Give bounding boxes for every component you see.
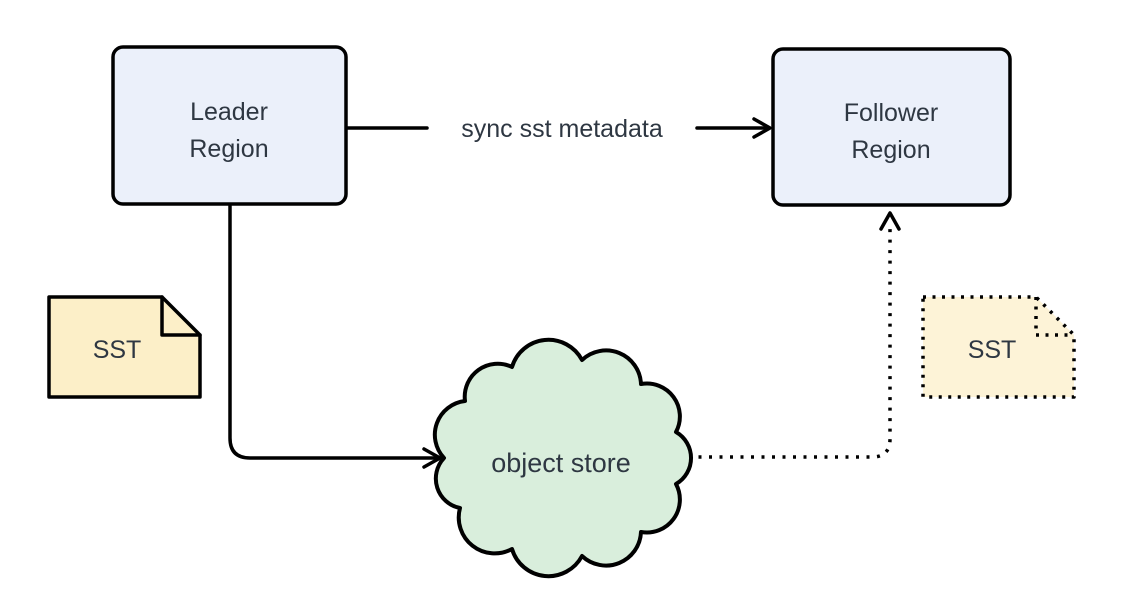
sync-edge-label: sync sst metadata (461, 115, 663, 143)
leader-region-label-line2: Region (189, 135, 268, 163)
sst-right-document-icon (921, 295, 1076, 399)
sst-right-label: SST (968, 336, 1017, 364)
edge-leader-to-object-store (228, 204, 438, 460)
follower-region-label-line2: Region (851, 136, 930, 164)
sst-left-fold-icon (160, 295, 202, 337)
object-store-label: object store (491, 448, 631, 478)
sst-right-fold-icon (1034, 297, 1074, 337)
node-follower-region-box (771, 47, 1012, 207)
arrowhead-up-icon (879, 211, 901, 231)
leader-region-label-line1: Leader (190, 98, 268, 126)
edge-object-store-to-follower (688, 224, 892, 459)
arrowhead-right-icon (422, 447, 442, 469)
node-leader-region-box (111, 45, 348, 206)
node-object-store-cloud-icon (432, 337, 694, 579)
follower-region-label-line1: Follower (844, 99, 938, 127)
sst-left-label: SST (93, 336, 142, 364)
arrowhead-sync-icon (752, 117, 772, 139)
